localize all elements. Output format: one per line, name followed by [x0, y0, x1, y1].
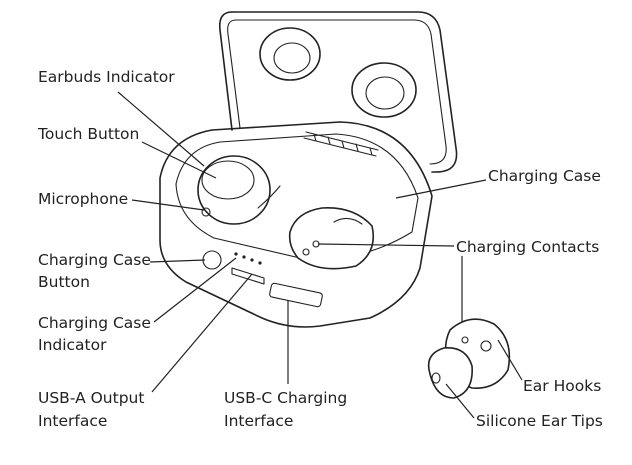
- label-charging-case-indicator-line2: Indicator: [38, 336, 107, 354]
- leader-microphone: [131, 199, 205, 211]
- leader-charging-case: [395, 179, 487, 199]
- leader-ear-hooks: [497, 339, 523, 381]
- label-usb-a-line1: USB-A Output: [38, 389, 144, 407]
- label-charging-case: Charging Case: [488, 167, 601, 185]
- loose-earbud: [427, 318, 511, 399]
- label-earbuds-indicator: Earbuds Indicator: [38, 68, 175, 86]
- case-body: [159, 121, 433, 328]
- label-usb-a-line2: Interface: [38, 412, 107, 430]
- label-charging-case-button-line2: Button: [38, 273, 90, 291]
- label-charging-case-indicator-line1: Charging Case: [38, 314, 151, 332]
- label-touch-button: Touch Button: [37, 125, 139, 143]
- label-charging-contacts: Charging Contacts: [456, 238, 599, 256]
- leader-earbuds-indicator: [117, 91, 205, 167]
- label-microphone: Microphone: [38, 190, 128, 208]
- label-charging-case-button-line1: Charging Case: [38, 251, 151, 269]
- leader-touch-button: [141, 141, 217, 179]
- label-usb-c-line2: Interface: [224, 412, 293, 430]
- label-usb-c-line1: USB-C Charging: [224, 389, 347, 407]
- leader-usb-a: [151, 273, 253, 393]
- case-lid: [218, 11, 458, 173]
- leader-charging-case-indicator: [153, 257, 237, 323]
- leader-charging-case-button: [149, 259, 206, 263]
- leader-silicone-ear-tips: [445, 383, 475, 419]
- label-silicone-ear-tips: Silicone Ear Tips: [476, 412, 603, 430]
- leader-charging-contacts: [317, 243, 455, 247]
- label-ear-hooks: Ear Hooks: [523, 377, 601, 395]
